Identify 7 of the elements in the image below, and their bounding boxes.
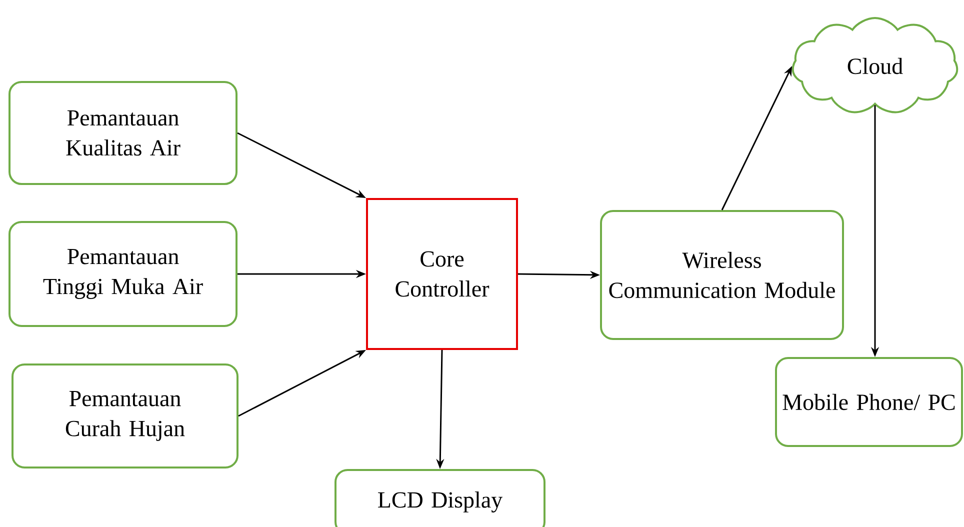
process-box: Wireless Communication Module [600,210,844,340]
process-box: Mobile Phone/ PC [775,357,963,447]
process-box: Pemantauan Curah Hujan [12,364,238,468]
process-box: Pemantauan Kualitas Air [8,81,238,185]
process-box: Pemantauan Tinggi Muka Air [8,221,238,327]
controller-box: Core Controller [366,198,518,350]
process-box: LCD Display [334,469,546,527]
